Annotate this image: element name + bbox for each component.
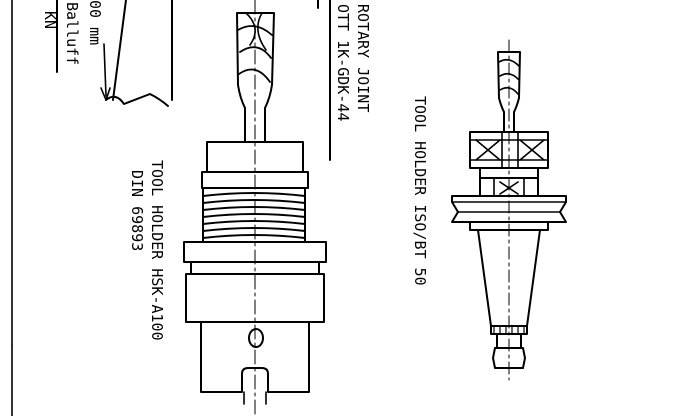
hsk-drive-hole: [248, 328, 264, 348]
rotary-joint-body: [105, 0, 173, 107]
hsk-tool-holder: [183, 0, 327, 416]
dimension-line: [103, 43, 107, 97]
rotary-joint-left-edge: [112, 0, 127, 101]
dimension-partial-label: 00 mm: [86, 0, 104, 45]
hsk-holder-title: TOOL HOLDER HSK-A100: [148, 160, 166, 341]
hsk-shank: [200, 321, 310, 393]
partial-kn-label: KN: [41, 11, 59, 29]
hsk-holder-standard: DIN 69893: [128, 170, 146, 251]
break-line: [105, 93, 169, 107]
bt-tool-holder: [451, 39, 567, 381]
rotary-joint-model: OTT 1K-GDK-44: [334, 4, 352, 121]
bt-holder-title: TOOL HOLDER ISO/BT 50: [411, 96, 429, 286]
hsk-flange-lower: [185, 273, 325, 323]
left-partial-annotations: KN Balluff 00 mm: [11, 0, 111, 416]
sensor-brand-label: Balluff: [63, 2, 81, 65]
bt-pull-stud-knob: [492, 347, 526, 369]
hsk-thread: [202, 187, 306, 243]
bt-v-flange: [451, 195, 567, 223]
rotary-joint-title: ROTARY JOINT: [354, 4, 372, 112]
